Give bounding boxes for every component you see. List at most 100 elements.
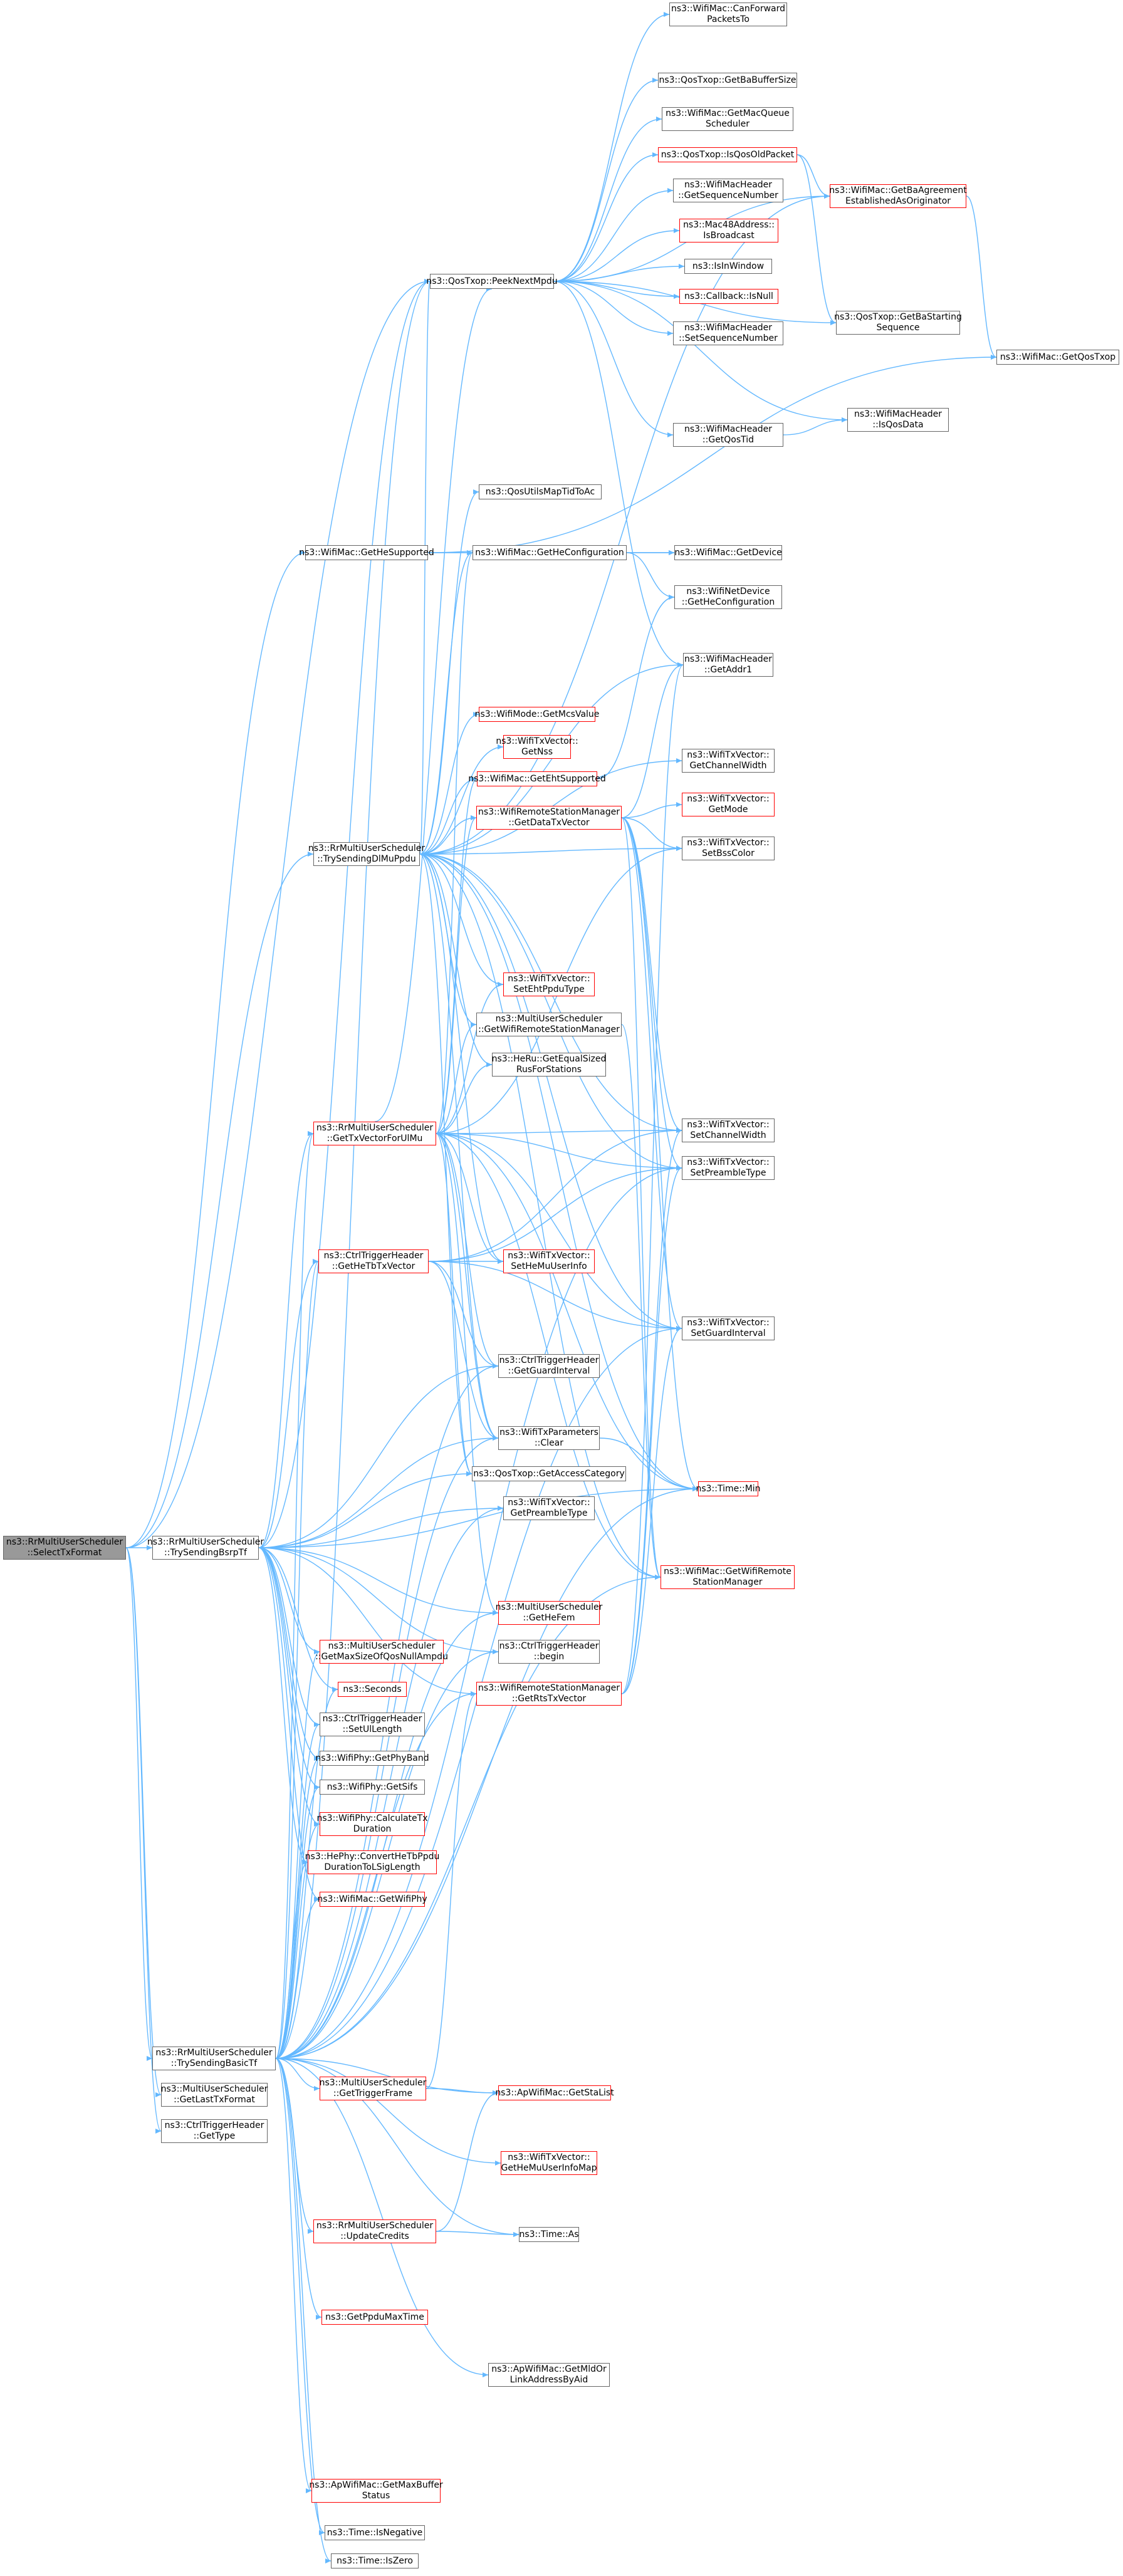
node-get-tx-vector-for-ul-mu[interactable]: ns3::RrMultiUserScheduler ::GetTxVectorF…	[313, 1122, 436, 1145]
call-edge	[621, 1165, 682, 1694]
node-get-last-tx-format[interactable]: ns3::MultiUserScheduler ::GetLastTxForma…	[161, 2083, 268, 2107]
node-rr-select-tx-format[interactable]: ns3::RrMultiUserScheduler ::SelectTxForm…	[3, 1536, 126, 1560]
call-edge	[436, 1133, 499, 1441]
call-edge	[125, 1547, 162, 2097]
call-edge	[419, 853, 504, 1264]
call-edge	[553, 281, 684, 667]
node-get-guard-interval[interactable]: ns3::CtrlTriggerHeader ::GetGuardInterva…	[498, 1354, 600, 1378]
node-get-max-size-of-qos-null-ampdu[interactable]: ns3::MultiUserScheduler ::GetMaxSizeOfQo…	[315, 1640, 448, 1664]
node-seconds[interactable]: ns3::Seconds	[338, 1682, 407, 1697]
node-time-min[interactable]: ns3::Time::Min	[696, 1481, 761, 1496]
node-get-qos-tid[interactable]: ns3::WifiMacHeader ::GetQosTid	[673, 423, 783, 447]
node-get-phy-band[interactable]: ns3::WifiPhy::GetPhyBand	[315, 1751, 429, 1766]
node-get-mcs-value[interactable]: ns3::WifiMode::GetMcsValue	[475, 707, 599, 722]
node-get-he-mu-user-info-map[interactable]: ns3::WifiTxVector:: GetHeMuUserInfoMap	[501, 2151, 597, 2175]
call-edge	[419, 712, 479, 855]
node-get-data-tx-vector[interactable]: ns3::WifiRemoteStationManager ::GetDataT…	[476, 806, 622, 830]
node-time-as[interactable]: ns3::Time::As	[519, 2227, 579, 2242]
node-tx-parameters-clear[interactable]: ns3::WifiTxParameters ::Clear	[498, 1426, 600, 1450]
call-edge	[275, 2058, 520, 2237]
node-try-sending-basic-tf[interactable]: ns3::RrMultiUserScheduler ::TrySendingBa…	[152, 2047, 276, 2070]
node-get-he-tb-tx-vector[interactable]: ns3::CtrlTriggerHeader ::GetHeTbTxVector	[318, 1249, 429, 1273]
node-netdevice-get-he-configuration[interactable]: ns3::WifiNetDevice ::GetHeConfiguration	[674, 585, 782, 609]
node-calculate-tx-duration[interactable]: ns3::WifiPhy::CalculateTx Duration	[317, 1812, 428, 1836]
node-get-ba-agreement-established[interactable]: ns3::WifiMac::GetBaAgreement Established…	[829, 184, 967, 208]
node-get-trigger-frame[interactable]: ns3::MultiUserScheduler ::GetTriggerFram…	[320, 2077, 426, 2100]
call-edge	[553, 281, 674, 437]
node-get-addr1[interactable]: ns3::WifiMacHeader ::GetAddr1	[683, 653, 773, 677]
node-ctrl-trigger-begin[interactable]: ns3::CtrlTriggerHeader ::begin	[498, 1640, 600, 1664]
node-try-sending-dl-mu-ppdu[interactable]: ns3::RrMultiUserScheduler ::TrySendingDl…	[308, 842, 425, 866]
node-get-wifi-remote-station-manager[interactable]: ns3::MultiUserScheduler ::GetWifiRemoteS…	[476, 1013, 622, 1036]
node-get-sifs[interactable]: ns3::WifiPhy::GetSifs	[320, 1780, 425, 1795]
node-get-device[interactable]: ns3::WifiMac::GetDevice	[674, 545, 782, 560]
node-get-access-category[interactable]: ns3::QosTxop::GetAccessCategory	[472, 1466, 626, 1481]
node-set-he-mu-user-info[interactable]: ns3::WifiTxVector:: SetHeMuUserInfo	[503, 1249, 595, 1273]
call-edge	[275, 1785, 320, 2059]
node-ctrl-get-type[interactable]: ns3::CtrlTriggerHeader ::GetType	[161, 2119, 268, 2143]
call-edge	[125, 852, 314, 1548]
node-get-wifi-phy[interactable]: ns3::WifiMac::GetWifiPhy	[317, 1892, 427, 1907]
node-get-eht-supported[interactable]: ns3::WifiMac::GetEhtSupported	[468, 771, 606, 786]
node-set-channel-width[interactable]: ns3::WifiTxVector:: SetChannelWidth	[682, 1119, 775, 1142]
call-edge	[258, 1547, 477, 1696]
node-get-he-configuration[interactable]: ns3::WifiMac::GetHeConfiguration	[473, 545, 627, 560]
call-edge	[419, 853, 699, 1491]
node-get-qos-txop[interactable]: ns3::WifiMac::GetQosTxop	[996, 350, 1119, 365]
node-set-bss-color[interactable]: ns3::WifiTxVector:: SetBssColor	[682, 837, 775, 860]
node-time-is-zero[interactable]: ns3::Time::IsZero	[331, 2553, 419, 2568]
node-set-guard-interval[interactable]: ns3::WifiTxVector:: SetGuardInterval	[682, 1317, 775, 1340]
call-edge	[419, 853, 504, 987]
node-get-he-fem[interactable]: ns3::MultiUserScheduler ::GetHeFem	[496, 1601, 602, 1625]
call-edge	[258, 279, 431, 1548]
node-update-credits[interactable]: ns3::RrMultiUserScheduler ::UpdateCredit…	[313, 2219, 436, 2243]
call-edge	[419, 853, 661, 1580]
node-get-wifi-remote-station-manager-mac[interactable]: ns3::WifiMac::GetWifiRemote StationManag…	[661, 1565, 795, 1589]
node-get-ppdu-max-time[interactable]: ns3::GetPpduMaxTime	[321, 2310, 428, 2325]
node-is-broadcast[interactable]: ns3::Mac48Address:: IsBroadcast	[679, 219, 778, 242]
node-get-sta-list[interactable]: ns3::ApWifiMac::GetStaList	[495, 2085, 614, 2100]
node-time-is-negative[interactable]: ns3::Time::IsNegative	[325, 2525, 425, 2540]
node-set-sequence-number[interactable]: ns3::WifiMacHeader ::SetSequenceNumber	[673, 321, 783, 345]
call-edge	[374, 286, 493, 1122]
node-set-eht-ppdu-type[interactable]: ns3::WifiTxVector:: SetEhtPpduType	[503, 973, 595, 996]
call-edge	[419, 853, 493, 1067]
call-edge	[621, 662, 684, 1694]
node-get-mac-queue-scheduler[interactable]: ns3::WifiMac::GetMacQueue Scheduler	[662, 107, 793, 131]
node-get-equal-sized-rus[interactable]: ns3::HeRu::GetEqualSized RusForStations	[492, 1053, 606, 1077]
node-qos-utils-map-tid-to-ac[interactable]: ns3::QosUtilsMapTidToAc	[479, 484, 602, 499]
node-is-qos-data[interactable]: ns3::WifiMacHeader ::IsQosData	[847, 408, 949, 432]
call-edge	[426, 1691, 477, 2089]
call-edge	[626, 552, 675, 600]
call-edge	[436, 1133, 499, 1369]
node-get-max-buffer-status[interactable]: ns3::ApWifiMac::GetMaxBuffer Status	[309, 2479, 443, 2503]
call-edge	[436, 1133, 473, 1476]
node-get-he-supported[interactable]: ns3::WifiMac::GetHeSupported	[299, 545, 434, 560]
node-get-mode[interactable]: ns3::WifiTxVector:: GetMode	[682, 793, 775, 816]
node-can-forward-packets-to[interactable]: ns3::WifiMac::CanForward PacketsTo	[669, 3, 787, 26]
node-get-channel-width[interactable]: ns3::WifiTxVector:: GetChannelWidth	[682, 749, 775, 773]
node-convert-he-tb-ppdu-duration[interactable]: ns3::HePhy::ConvertHeTbPpdu DurationToLS…	[305, 1850, 439, 1874]
call-edge	[553, 78, 659, 282]
node-get-mld-or-link-address-by-aid[interactable]: ns3::ApWifiMac::GetMldOr LinkAddressByAi…	[488, 2363, 610, 2387]
call-edge	[436, 550, 473, 1134]
node-get-ba-buffer-size[interactable]: ns3::QosTxop::GetBaBufferSize	[658, 73, 797, 88]
node-set-preamble-type[interactable]: ns3::WifiTxVector:: SetPreambleType	[682, 1156, 775, 1180]
node-get-preamble-type[interactable]: ns3::WifiTxVector:: GetPreambleType	[503, 1496, 595, 1520]
node-is-in-window[interactable]: ns3::IsInWindow	[684, 259, 772, 274]
node-is-qos-old-packet[interactable]: ns3::QosTxop::IsQosOldPacket	[658, 147, 797, 162]
node-get-sequence-number[interactable]: ns3::WifiMacHeader ::GetSequenceNumber	[673, 179, 783, 202]
node-get-rts-tx-vector[interactable]: ns3::WifiRemoteStationManager ::GetRtsTx…	[476, 1682, 622, 1706]
node-callback-is-null[interactable]: ns3::Callback::IsNull	[679, 289, 778, 304]
node-get-ba-starting-sequence[interactable]: ns3::QosTxop::GetBaStarting Sequence	[834, 311, 962, 335]
call-edge	[597, 595, 675, 780]
call-edge	[436, 1133, 499, 1615]
node-get-nss[interactable]: ns3::WifiTxVector:: GetNss	[496, 735, 578, 759]
node-try-sending-bsrp-tf[interactable]: ns3::RrMultiUserScheduler ::TrySendingBs…	[147, 1536, 264, 1560]
node-set-ul-length[interactable]: ns3::CtrlTriggerHeader ::SetUlLength	[320, 1713, 425, 1736]
call-edge	[275, 279, 431, 2059]
node-peek-next-mpdu[interactable]: ns3::QosTxop::PeekNextMpdu	[426, 274, 558, 289]
call-edge	[621, 817, 682, 1331]
call-edge	[797, 154, 830, 199]
